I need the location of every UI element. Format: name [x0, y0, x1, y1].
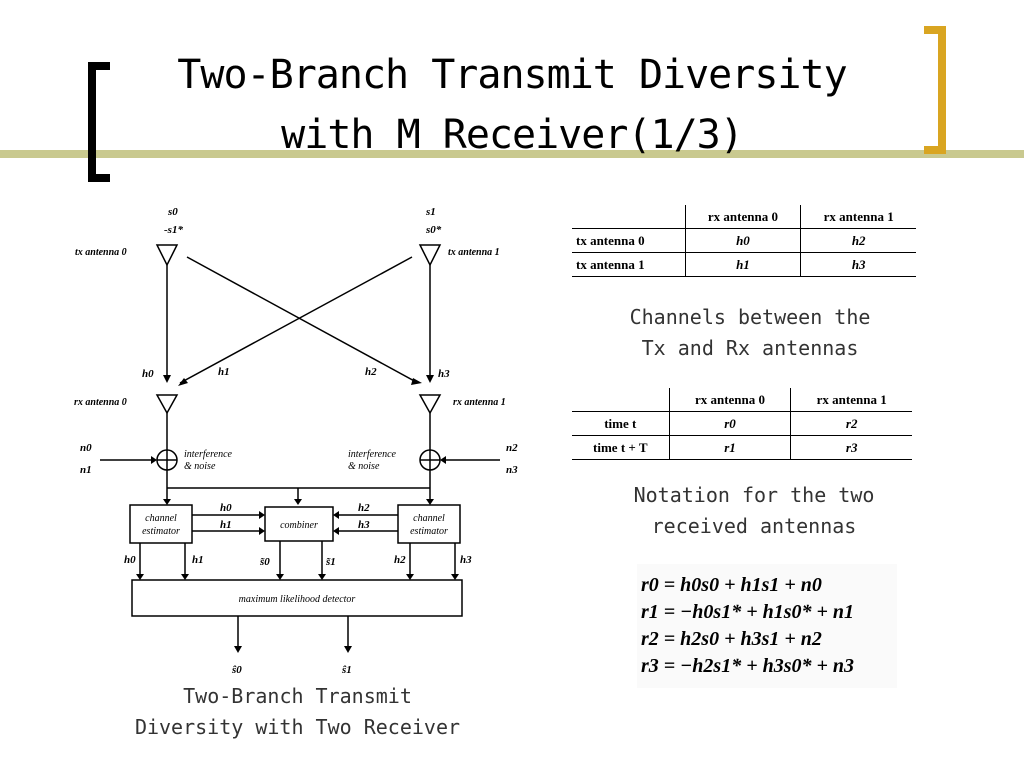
equation-r1: r1 = −h0s1* + h1s0* + n1 — [641, 601, 855, 623]
out-h1-label: h1 — [192, 554, 204, 566]
estimator-right-line1: channel — [413, 513, 445, 524]
detector-label: maximum likelihood detector — [239, 594, 356, 605]
notation-table: rx antenna 0 rx antenna 1 time t r0 r2 t… — [572, 388, 912, 460]
equation-r3: r3 = −h2s1* + h3s0* + n3 — [641, 655, 855, 677]
output-s1-hat: ŝ1 — [341, 664, 352, 676]
left-bracket — [88, 62, 110, 182]
channel-h1-label: h1 — [218, 366, 230, 378]
combiner-block — [264, 506, 334, 542]
slide-title-line-2: with M Receiver(1/3) — [281, 112, 744, 158]
notation-caption: Notation for the two received antennas — [604, 480, 904, 542]
noise-n1-label: n1 — [80, 464, 92, 476]
channels-row-label: tx antenna 0 — [572, 228, 686, 253]
estimator-right-line2: estimator — [410, 526, 448, 537]
noise-n3-label: n3 — [506, 464, 518, 476]
noise-n2-label: n2 — [506, 442, 518, 454]
out-h0-label: h0 — [124, 554, 136, 566]
tx1-symbol-1: s1 — [425, 206, 436, 218]
channel-h2-label: h2 — [365, 366, 377, 378]
combiner-out-s0: s̃0 — [259, 556, 270, 568]
channels-cell: h3 — [800, 252, 916, 277]
equation-r0: r0 = h0s0 + h1s1 + n0 — [641, 574, 822, 596]
channels-cell: h2 — [800, 228, 916, 253]
tx0-symbol-1: s0 — [167, 206, 178, 218]
noise-n0-label: n0 — [80, 442, 92, 454]
diagram-caption: Two-Branch Transmit Diversity with Two R… — [110, 681, 485, 743]
tx1-symbol-2: s0* — [425, 224, 442, 236]
out-h3-label: h3 — [460, 554, 472, 566]
right-bracket — [924, 26, 946, 154]
channel-estimator-left — [129, 504, 193, 544]
interference-left-line2: & noise — [184, 461, 216, 472]
equation-r2: r2 = h2s0 + h3s1 + n2 — [641, 628, 822, 650]
rx-antenna-0-label: rx antenna 0 — [74, 397, 127, 408]
notation-row-label: time t + T — [572, 435, 670, 460]
out-h2-label: h2 — [394, 554, 406, 566]
tx-antenna-1-icon — [418, 244, 442, 267]
interference-left-line1: interference — [184, 449, 233, 460]
notation-caption-line1: Notation for the two — [633, 483, 875, 507]
rx-antenna-1-icon — [418, 394, 442, 415]
notation-header-rx0: rx antenna 0 — [668, 388, 792, 412]
diagram-caption-line1: Two-Branch Transmit — [183, 684, 412, 708]
est-h1-label: h1 — [220, 519, 232, 531]
slide-title-line-1: Two-Branch Transmit Diversity — [177, 52, 847, 98]
tx-antenna-0-label: tx antenna 0 — [75, 247, 127, 258]
tx-antenna-1-label: tx antenna 1 — [448, 247, 500, 258]
notation-cell: r2 — [790, 411, 912, 436]
estimator-left-line2: estimator — [142, 526, 180, 537]
interference-right-line1: interference — [348, 449, 397, 460]
channel-h0-label: h0 — [142, 368, 154, 380]
channels-cell: h0 — [684, 228, 802, 253]
channels-caption-line2: Tx and Rx antennas — [641, 336, 859, 360]
accent-bar — [0, 150, 1024, 158]
notation-caption-line2: received antennas — [651, 514, 857, 538]
ml-detector-block — [131, 579, 463, 617]
channels-caption-line1: Channels between the — [629, 305, 871, 329]
diagram-caption-line2: Diversity with Two Receiver — [134, 715, 461, 739]
combiner-label: combiner — [280, 520, 318, 531]
output-s0-hat: ŝ0 — [231, 664, 242, 676]
channels-caption: Channels between the Tx and Rx antennas — [600, 302, 900, 364]
channels-row-label: tx antenna 1 — [572, 252, 686, 277]
rx-antenna-0-icon — [155, 394, 179, 415]
channels-cell: h1 — [684, 252, 802, 277]
tx0-symbol-2: -s1* — [164, 224, 183, 236]
notation-header-rx1: rx antenna 1 — [790, 388, 912, 412]
notation-cell: r0 — [668, 411, 792, 436]
est-h0-label: h0 — [220, 502, 232, 514]
rx-antenna-1-label: rx antenna 1 — [453, 397, 506, 408]
channel-estimator-right — [397, 504, 461, 544]
notation-header-empty — [572, 388, 670, 412]
channels-header-rx0: rx antenna 0 — [684, 205, 802, 229]
notation-cell: r3 — [790, 435, 912, 460]
notation-row-label: time t — [572, 411, 670, 436]
tx-antenna-0-icon — [155, 244, 179, 267]
channels-table: rx antenna 0 rx antenna 1 tx antenna 0 h… — [572, 205, 916, 277]
est-h3-label: h3 — [358, 519, 370, 531]
channels-header-empty — [572, 205, 686, 229]
combiner-out-s1: s̃1 — [325, 556, 336, 568]
channel-h3-label: h3 — [438, 368, 450, 380]
estimator-left-line1: channel — [145, 513, 177, 524]
est-h2-label: h2 — [358, 502, 370, 514]
notation-cell: r1 — [668, 435, 792, 460]
channels-header-rx1: rx antenna 1 — [800, 205, 916, 229]
interference-right-line2: & noise — [348, 461, 380, 472]
received-signal-equations: r0 = h0s0 + h1s1 + n0 r1 = −h0s1* + h1s0… — [637, 564, 897, 688]
transmit-diversity-diagram: s0 -s1* s1 s0* tx antenna 0 tx antenna 1… — [74, 206, 518, 676]
